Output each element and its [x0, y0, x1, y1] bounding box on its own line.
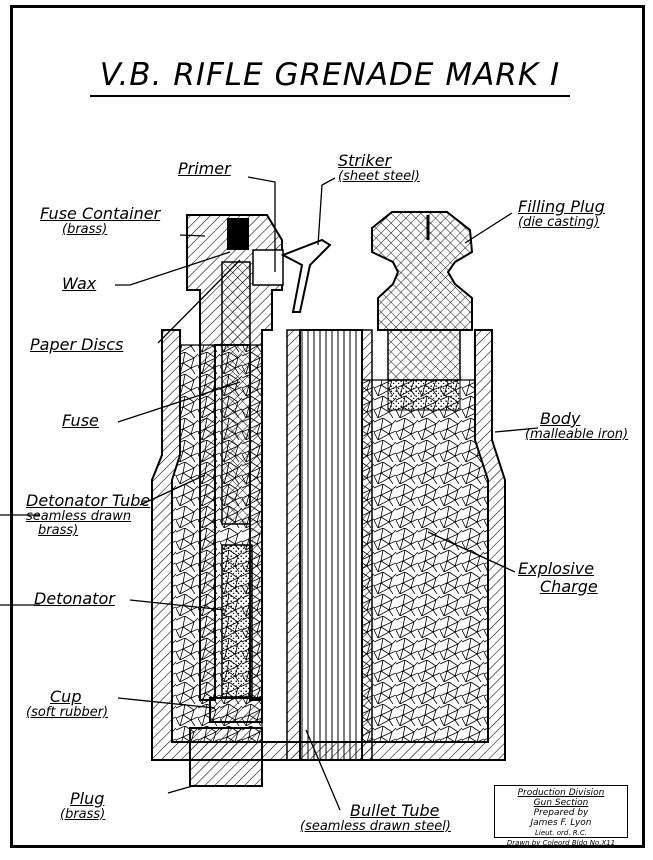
label-fuse-text: Fuse [62, 411, 99, 430]
title-block-prepared: Prepared by [533, 808, 589, 818]
filling-plug [371, 211, 474, 331]
plug [189, 727, 263, 787]
label-striker-material: (sheet steel) [338, 168, 420, 184]
label-filling-plug: Filling Plug (die casting) [518, 198, 605, 230]
label-wax: Wax [62, 275, 96, 293]
label-detonator-tube-material-1: seamless drawn [26, 508, 132, 524]
label-fuse-container-text: Fuse Container [40, 204, 161, 223]
fuse [221, 261, 251, 525]
title-block-name: James F. Lyon [530, 818, 592, 828]
label-striker-text: Striker [338, 151, 392, 170]
label-plug-text: Plug [70, 789, 105, 808]
label-explosive-charge-line2: Charge [540, 576, 598, 596]
bullet-tube-wall-right [361, 329, 373, 761]
label-filling-plug-text: Filling Plug [518, 197, 605, 216]
label-detonator-tube-material-2: brass) [38, 522, 79, 538]
label-body-material: (malleable iron) [525, 426, 629, 442]
title-block-division: Production Division [517, 788, 605, 798]
label-bullet-tube: Bullet Tube (seamless drawn steel) [300, 801, 451, 834]
leader-lines [0, 176, 539, 811]
label-primer: Primer [178, 160, 231, 178]
label-detonator-text: Detonator [34, 589, 115, 608]
label-bullet-tube-text: Bullet Tube [350, 801, 440, 820]
label-wax-text: Wax [62, 274, 97, 293]
explosive-top-fill [387, 379, 461, 411]
label-plug: Plug (brass) [60, 789, 105, 822]
title-block: Production Division Gun Section Prepared… [494, 785, 628, 847]
primer-cap [227, 218, 249, 250]
label-detonator-tube-text: Detonator Tube [26, 491, 151, 510]
label-detonator-tube: Detonator Tube seamless drawn brass) [26, 492, 150, 538]
bullet-tube [299, 329, 363, 761]
bullet-tube-wall-left [286, 329, 301, 761]
label-explosive-charge-line1: Explosive [518, 559, 595, 578]
label-fuse: Fuse [62, 412, 99, 430]
label-cup-text: Cup [50, 687, 82, 706]
detonator [221, 544, 253, 698]
label-explosive-charge: Explosive Charge [518, 560, 598, 595]
striker [280, 238, 332, 313]
border-bottom-line [40, 846, 640, 848]
title-block-rank: Lieut. ord. R.C. [534, 829, 588, 837]
label-paper-discs-text: Paper Discs [30, 335, 124, 354]
label-cup-material: (soft rubber) [26, 704, 109, 720]
label-paper-discs: Paper Discs [30, 336, 123, 354]
label-cup: Cup (soft rubber) [26, 687, 108, 720]
title-block-drawn-by: Drawn by Coleord Bldg No.X11 [506, 839, 616, 847]
label-filling-plug-material: (die casting) [518, 214, 600, 230]
label-plug-material: (brass) [60, 806, 106, 822]
title-block-section: Gun Section [533, 798, 589, 808]
label-bullet-tube-material: (seamless drawn steel) [300, 818, 451, 834]
filling-plug-seat [387, 329, 461, 381]
label-primer-text: Primer [178, 159, 231, 178]
label-body: Body (malleable iron) [525, 409, 628, 442]
label-detonator: Detonator [34, 590, 115, 608]
cup [209, 697, 263, 723]
drawing-title: V.B. RIFLE GRENADE MARK I [90, 55, 570, 97]
label-fuse-container-material: (brass) [62, 221, 108, 237]
primer-chamber [252, 249, 284, 286]
explosive-charge-right [361, 379, 489, 743]
label-striker: Striker (sheet steel) [338, 152, 420, 184]
label-body-text: Body [540, 409, 581, 428]
label-fuse-container: Fuse Container (brass) [40, 205, 160, 237]
